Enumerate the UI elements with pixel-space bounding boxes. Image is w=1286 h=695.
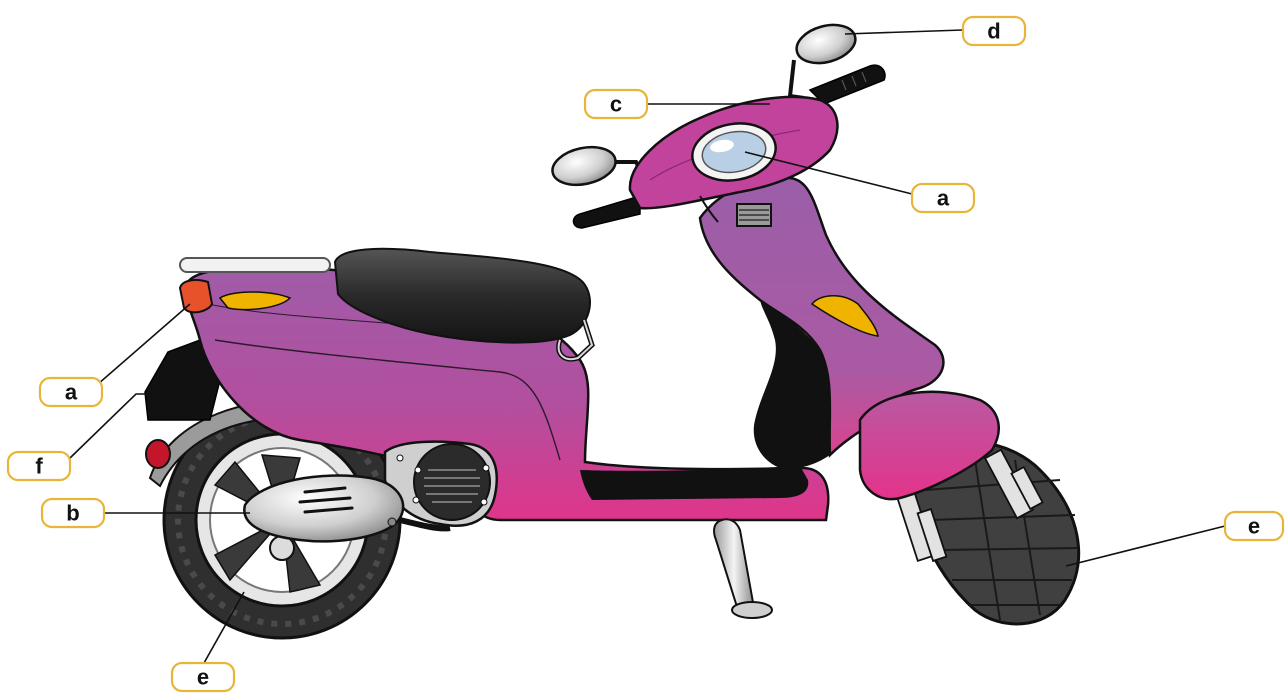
label-e-front: e [1225, 512, 1283, 540]
label-e-front-text: e [1248, 514, 1260, 539]
label-f: f [8, 452, 70, 480]
label-e-rear: e [172, 663, 234, 691]
label-a-front: a [912, 184, 974, 212]
label-a-front-text: a [937, 186, 950, 211]
leader-e-front [1066, 526, 1225, 566]
label-c-text: c [610, 92, 622, 117]
label-d: d [963, 17, 1025, 45]
label-f-text: f [35, 454, 43, 479]
label-a-rear: a [40, 378, 102, 406]
label-a-rear-text: a [65, 380, 78, 405]
label-e-rear-text: e [197, 665, 209, 690]
grab-rail [180, 258, 330, 272]
kickstand [714, 519, 772, 618]
left-grip [573, 196, 640, 228]
label-c: c [585, 90, 647, 118]
leader-d [845, 30, 963, 34]
label-b: b [42, 499, 104, 527]
floorboard [580, 466, 808, 500]
reflector [146, 440, 170, 468]
label-b-text: b [66, 501, 79, 526]
right-grip [810, 65, 885, 104]
label-d-text: d [987, 19, 1000, 44]
horn-grille [737, 204, 771, 226]
